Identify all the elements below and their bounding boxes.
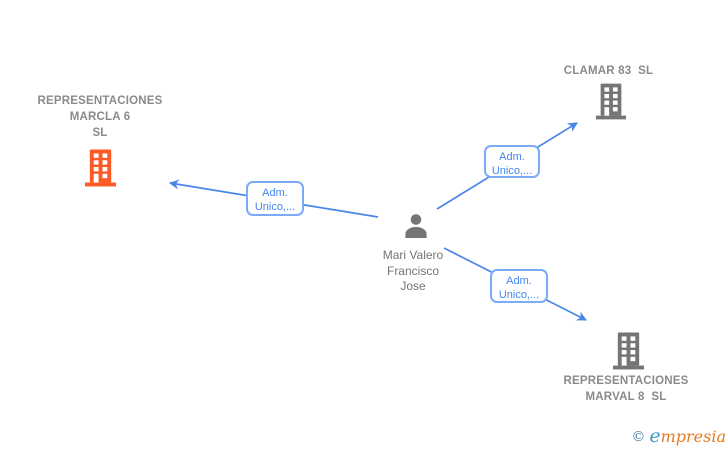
edge-label-adm-unico-clamar: Adm. Unico,... bbox=[484, 145, 540, 178]
edge-label-line: Adm. bbox=[499, 151, 525, 163]
company-node-marval-label[interactable]: REPRESENTACIONES MARVAL 8 SL bbox=[536, 373, 716, 405]
company-node-clamar-label[interactable]: CLAMAR 83 SL bbox=[521, 63, 696, 79]
empresia-logo-e: e bbox=[649, 425, 661, 447]
person-icon[interactable] bbox=[402, 212, 430, 242]
building-icon-gray[interactable] bbox=[612, 331, 645, 371]
building-icon-gray[interactable] bbox=[595, 82, 627, 121]
person-name-line: Francisco bbox=[386, 263, 439, 278]
company-name-line: MARVAL 8 SL bbox=[585, 391, 667, 403]
edge-label-line: Adm. bbox=[262, 187, 288, 199]
person-node-label[interactable]: Mari Valero Francisco Jose bbox=[363, 248, 463, 295]
company-name-line: REPRESENTACIONES bbox=[37, 95, 163, 107]
empresia-logo[interactable]: ©empresia bbox=[631, 425, 726, 447]
company-name-line: MARCLA 6 bbox=[69, 111, 131, 123]
edge-label-adm-unico-marval: Adm. Unico,... bbox=[490, 269, 548, 303]
building-icon-orange[interactable] bbox=[84, 148, 117, 188]
company-name-line: SL bbox=[92, 127, 108, 139]
edge-label-line: Unico,... bbox=[254, 201, 296, 213]
person-name-line: Jose bbox=[400, 279, 426, 293]
edge-label-adm-unico-marcla: Adm. Unico,... bbox=[246, 181, 304, 216]
copyright-symbol: © bbox=[631, 429, 646, 445]
empresia-logo-text: mpresia bbox=[660, 427, 726, 446]
company-name-line: CLAMAR 83 SL bbox=[563, 65, 654, 77]
company-node-marcla-label[interactable]: REPRESENTACIONES MARCLA 6 SL bbox=[10, 93, 190, 141]
edge-label-line: Unico,... bbox=[498, 289, 540, 301]
company-name-line: REPRESENTACIONES bbox=[563, 375, 689, 387]
edge-label-line: Adm. bbox=[506, 275, 532, 287]
person-name-line: Mari Valero bbox=[382, 248, 444, 262]
edge-label-line: Unico,... bbox=[491, 165, 533, 177]
